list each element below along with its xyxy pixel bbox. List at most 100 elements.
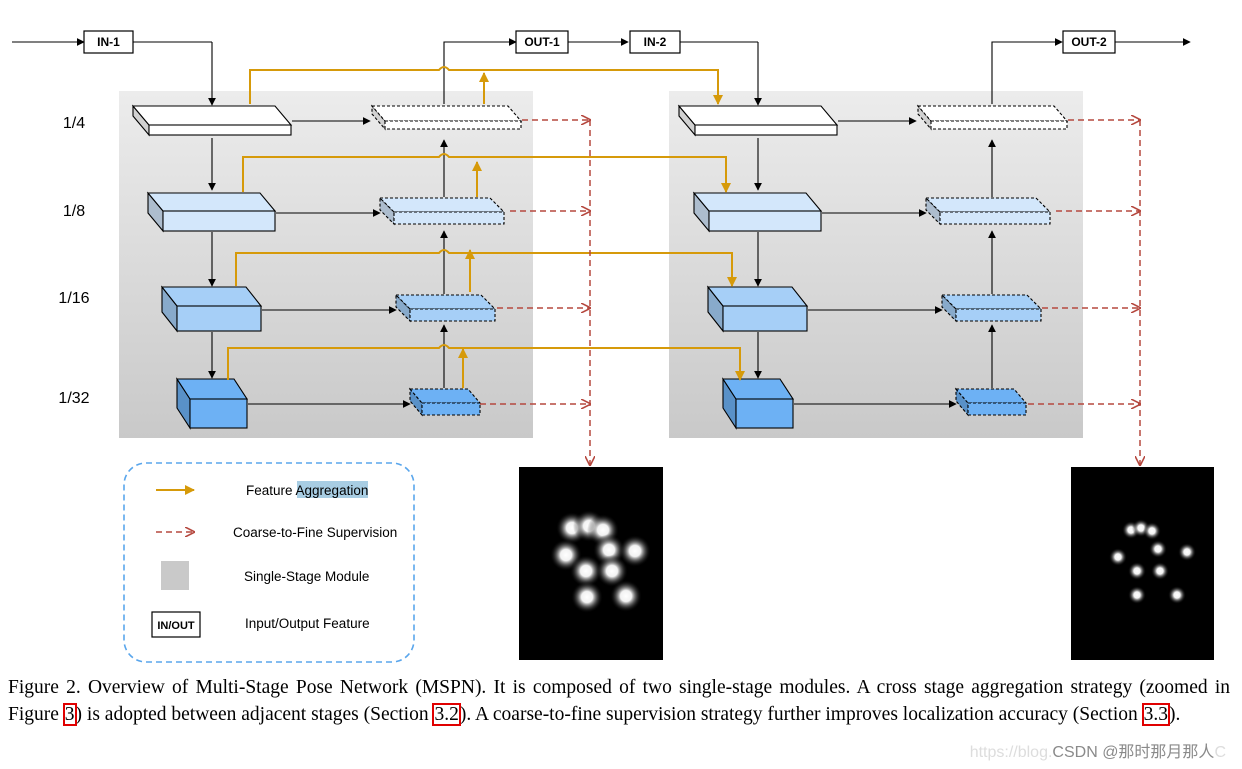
keypoint-blob <box>596 555 628 587</box>
stage-1-block-1-8-face <box>162 210 276 232</box>
keypoint-blob <box>571 581 603 613</box>
stage-2-output-1-16 <box>940 293 1043 323</box>
flow-arrows <box>12 38 1191 408</box>
keypoint-blob <box>1168 586 1186 604</box>
legend-io-box <box>151 611 201 638</box>
scale-label-1-8: 1/8 <box>63 203 85 220</box>
stage-1-output-1-32-face <box>421 402 481 416</box>
stage-2-output-1-16-face <box>940 294 1043 310</box>
stage-1-output-1-32-face <box>408 388 482 404</box>
csdn-watermark: https://blog.CSDN @那时那月那人C <box>970 738 1226 762</box>
figure-caption: Figure 2. Overview of Multi-Stage Pose N… <box>8 674 1230 728</box>
stage-1-output-1-32 <box>408 387 482 417</box>
scale-labels: 1/4 1/8 1/16 1/32 <box>58 115 89 407</box>
section-3-2-link[interactable]: 3.2 <box>432 703 461 726</box>
stage-2-block-1-16-face <box>722 305 808 332</box>
stage-1-block-1-32-face <box>189 398 248 429</box>
keypoint-blob <box>1149 540 1167 558</box>
scale-label-1-4: 1/4 <box>63 115 85 132</box>
stage-2-output-1-32-face <box>967 402 1027 416</box>
feature-blocks <box>131 104 1069 430</box>
stage-2-heatmap <box>1071 467 1214 660</box>
stage-2-block-1-4-face <box>694 124 838 136</box>
stage-1-block-1-8 <box>146 191 277 233</box>
keypoint-blob <box>610 580 642 612</box>
keypoint-blob <box>1128 586 1146 604</box>
stage-1-block-1-8-face <box>146 192 277 212</box>
stage-1-output-1-8 <box>378 196 506 226</box>
caption-text-4: ). <box>1169 704 1181 725</box>
keypoint-blob <box>570 555 602 587</box>
stage-2-output-1-32 <box>954 387 1028 417</box>
stage-2-block-1-16 <box>706 285 809 333</box>
stage-2-block-1-32 <box>721 377 795 430</box>
legend-io-label: Input/Output Feature <box>245 616 370 631</box>
stage-1-block-1-16-face <box>176 305 262 332</box>
watermark-brand: CSDN @那时那月那人 <box>1052 744 1215 761</box>
out-1-label: OUT-1 <box>524 35 560 49</box>
stage-2-block-1-32-face <box>721 378 795 400</box>
keypoint-blob <box>619 535 651 567</box>
in-1-box: IN-1 <box>83 30 134 54</box>
caption-text-1: Figure 2. Overview of Multi-Stage Pose N… <box>8 677 1230 725</box>
figure-3-link[interactable]: 3 <box>62 703 77 726</box>
io-boxes: IN-1 OUT-1 IN-2 OUT-2 <box>83 30 1116 54</box>
text-selection-highlight <box>297 481 368 498</box>
stage-2-output-1-16-face <box>955 308 1042 322</box>
stage-2-output-1-32-face <box>954 388 1028 404</box>
stage-2-block-1-8 <box>692 191 823 233</box>
legend-supervision-label: Coarse-to-Fine Supervision <box>233 525 397 540</box>
stage-2-block-1-4-face <box>677 105 839 126</box>
keypoint-blob <box>1151 562 1169 580</box>
stage-2-block-1-8-face <box>692 192 823 212</box>
stage-2-keypoint-blobs <box>1109 519 1196 604</box>
stage-1-output-1-4-face <box>370 105 523 122</box>
legend-aggregation-label: Feature Aggregation <box>246 483 368 498</box>
stage-1-block-1-32 <box>175 377 249 430</box>
keypoint-blob <box>1178 543 1196 561</box>
keypoint-blob <box>1109 548 1127 566</box>
stage-2-block-1-16-face <box>706 286 809 307</box>
in-1-label: IN-1 <box>97 35 120 49</box>
stage-1-block-1-4-face <box>131 105 293 126</box>
stage-1-block-1-4 <box>131 104 293 137</box>
stage-2-block-1-8-face <box>708 210 822 232</box>
out-2-label: OUT-2 <box>1071 35 1107 49</box>
scale-label-1-32: 1/32 <box>58 390 89 407</box>
stage-1-output-1-16 <box>394 293 497 323</box>
stage-1-output-1-8-face <box>393 211 505 225</box>
stage-1-output-1-16-face <box>409 308 496 322</box>
stage-2-output-1-8 <box>924 196 1052 226</box>
stage-2-output-1-4 <box>916 104 1069 131</box>
stage-1-block-1-32-face <box>175 378 249 400</box>
stage-1-block-1-16 <box>160 285 263 333</box>
watermark-url: https://blog. <box>969 744 1053 761</box>
legend-io-box-label: IN/OUT <box>157 620 195 632</box>
legend-module-label: Single-Stage Module <box>244 569 369 584</box>
stage-1-output-1-8-face <box>378 197 506 213</box>
stage-1-keypoint-blobs <box>550 510 651 613</box>
stage-1-output-1-4-face <box>384 120 522 130</box>
scale-label-1-16: 1/16 <box>58 290 89 307</box>
stage-1-block-1-16-face <box>160 286 263 307</box>
stage-1-block-1-4-face <box>148 124 292 136</box>
stage-2-block-1-4 <box>677 104 839 137</box>
stage-1-output-1-4 <box>370 104 523 131</box>
legend-module-swatch <box>161 561 189 590</box>
section-3-3-link[interactable]: 3.3 <box>1141 703 1171 726</box>
feature-aggregation-arrows <box>227 66 745 388</box>
keypoint-blob <box>1128 562 1146 580</box>
stage-2-output-1-8-face <box>924 197 1052 213</box>
mspn-diagram: 1/4 1/8 1/16 1/32 <box>12 30 1214 663</box>
in-2-label: IN-2 <box>644 35 667 49</box>
stage-2-block-1-32-face <box>735 398 794 429</box>
in-2-box: IN-2 <box>629 30 681 54</box>
caption-text-2: ) is adopted between adjacent stages (Se… <box>75 704 434 725</box>
stage-2-output-1-4-face <box>916 105 1069 122</box>
out-1-box: OUT-1 <box>515 30 569 54</box>
keypoint-blob <box>1143 522 1161 540</box>
stage-1-output-1-16-face <box>394 294 497 310</box>
stage-1-heatmap <box>519 467 663 660</box>
stage-2-output-1-8-face <box>939 211 1051 225</box>
coarse-to-fine-supervision-arrows <box>480 120 1140 465</box>
